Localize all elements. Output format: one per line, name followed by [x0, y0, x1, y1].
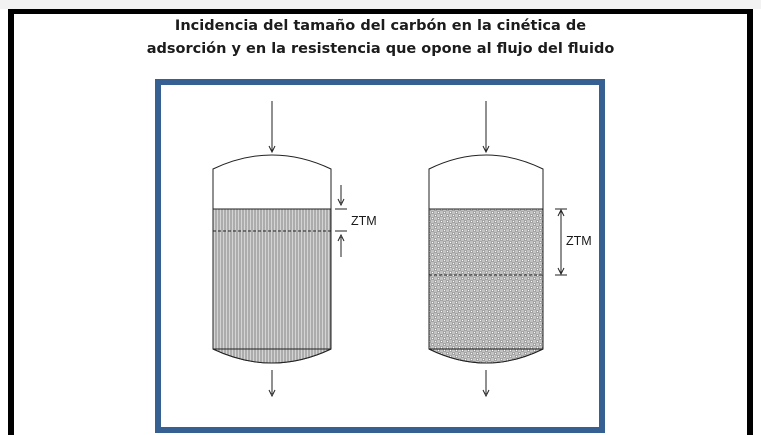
right-packing-bed [428, 208, 544, 364]
right-ztm-top-arrowhead [557, 208, 565, 217]
left-ztm-lower-arrowhead [337, 233, 345, 242]
left-ztm-upper-arrowhead [337, 198, 345, 207]
top-strip [0, 0, 761, 9]
right-ztm-label: ZTM [566, 234, 592, 248]
title-line-1: Incidencia del tamaño del carbón en la c… [174, 18, 587, 34]
diagram-frame: ZTM ZTM [155, 79, 605, 433]
slide-title: Incidencia del tamaño del carbón en la c… [14, 15, 747, 61]
right-inlet-arrowhead [482, 145, 490, 154]
left-outlet-arrowhead [268, 389, 276, 398]
right-column: ZTM [428, 101, 592, 398]
title-line-2: adsorción y en la resistencia que opone … [146, 41, 615, 57]
right-ztm-bottom-arrowhead [557, 267, 565, 276]
left-ztm-label: ZTM [351, 214, 377, 228]
left-inlet-arrowhead [268, 145, 276, 154]
right-outlet-arrowhead [482, 389, 490, 398]
adsorption-columns-diagram: ZTM ZTM [212, 101, 592, 398]
left-column: ZTM [212, 101, 377, 398]
left-packing-bed [212, 208, 332, 364]
